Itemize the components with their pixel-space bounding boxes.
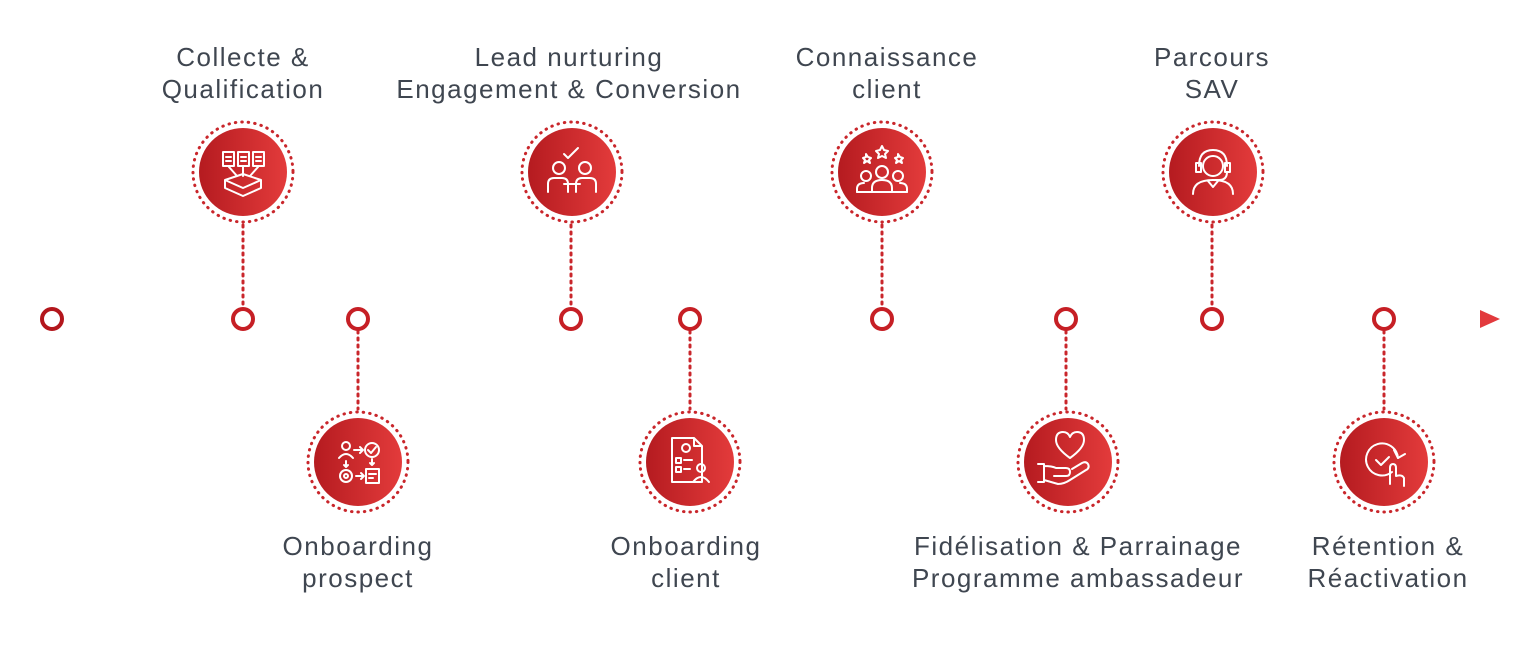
stage-label-collecte: Collecte & Qualification <box>162 41 325 105</box>
stage-dotted-ring <box>1332 410 1436 514</box>
stage-label-line: Réactivation <box>1307 563 1469 593</box>
stage-icon-circle <box>646 418 734 506</box>
checklist-user-icon <box>671 437 710 483</box>
stage-label-line: client <box>651 563 721 593</box>
stage-label-lead-nurturing: Lead nurturing Engagement & Conversion <box>396 41 741 105</box>
customers-stars-icon <box>856 145 908 193</box>
stage-icon-circle <box>528 128 616 216</box>
stage-label-onboarding-prospect: Onboarding prospect <box>283 530 434 594</box>
timeline-node <box>1372 307 1396 331</box>
documents-inbox-icon <box>222 151 265 197</box>
stage-label-parcours-sav: Parcours SAV <box>1154 41 1270 105</box>
stage-icon-circle <box>1169 128 1257 216</box>
stage-label-line: SAV <box>1184 74 1240 104</box>
stage-label-line: Onboarding <box>282 531 434 561</box>
stage-icon-circle <box>838 128 926 216</box>
stage-dotted-ring <box>520 120 624 224</box>
stage-dotted-ring <box>1161 120 1265 224</box>
stage-dotted-ring <box>1016 410 1120 514</box>
stage-dotted-ring <box>830 120 934 224</box>
meeting-approval-icon <box>547 147 597 193</box>
stage-label-line: prospect <box>302 563 414 593</box>
heart-hand-icon <box>1037 431 1090 485</box>
timeline-node <box>1200 307 1224 331</box>
stage-label-line: Qualification <box>161 74 325 104</box>
stage-label-onboarding-client: Onboarding client <box>611 530 762 594</box>
timeline-node <box>231 307 255 331</box>
stage-dotted-ring <box>191 120 295 224</box>
stage-label-connaissance-client: Connaissance client <box>796 41 979 105</box>
stage-icon-circle <box>314 418 402 506</box>
stage-label-line: client <box>852 74 922 104</box>
stage-label-line: Programme ambassadeur <box>911 563 1245 593</box>
stage-label-line: Onboarding <box>610 531 762 561</box>
tap-refresh-icon <box>1365 442 1406 487</box>
timeline-arrow-head <box>1480 310 1500 328</box>
stage-dotted-ring <box>638 410 742 514</box>
timeline-start-node <box>40 307 64 331</box>
stage-label-line: Connaissance <box>795 42 979 72</box>
stage-label-line: Engagement & Conversion <box>396 74 742 104</box>
timeline-node <box>559 307 583 331</box>
stage-label-fidelisation: Fidélisation & Parrainage Programme amba… <box>912 530 1244 594</box>
workflow-icon <box>338 441 380 484</box>
stage-label-retention: Rétention & Réactivation <box>1307 530 1468 594</box>
timeline-node <box>1054 307 1078 331</box>
stage-label-line: Parcours <box>1153 42 1271 72</box>
timeline-node <box>870 307 894 331</box>
support-agent-icon <box>1192 149 1234 195</box>
stage-icon-circle <box>1024 418 1112 506</box>
stage-label-line: Rétention & <box>1311 531 1465 561</box>
stage-dotted-ring <box>306 410 410 514</box>
timeline-node <box>678 307 702 331</box>
timeline-node <box>346 307 370 331</box>
stage-label-line: Collecte & <box>176 42 310 72</box>
stage-label-line: Fidélisation & Parrainage <box>913 531 1242 561</box>
stage-label-line: Lead nurturing <box>474 42 664 72</box>
